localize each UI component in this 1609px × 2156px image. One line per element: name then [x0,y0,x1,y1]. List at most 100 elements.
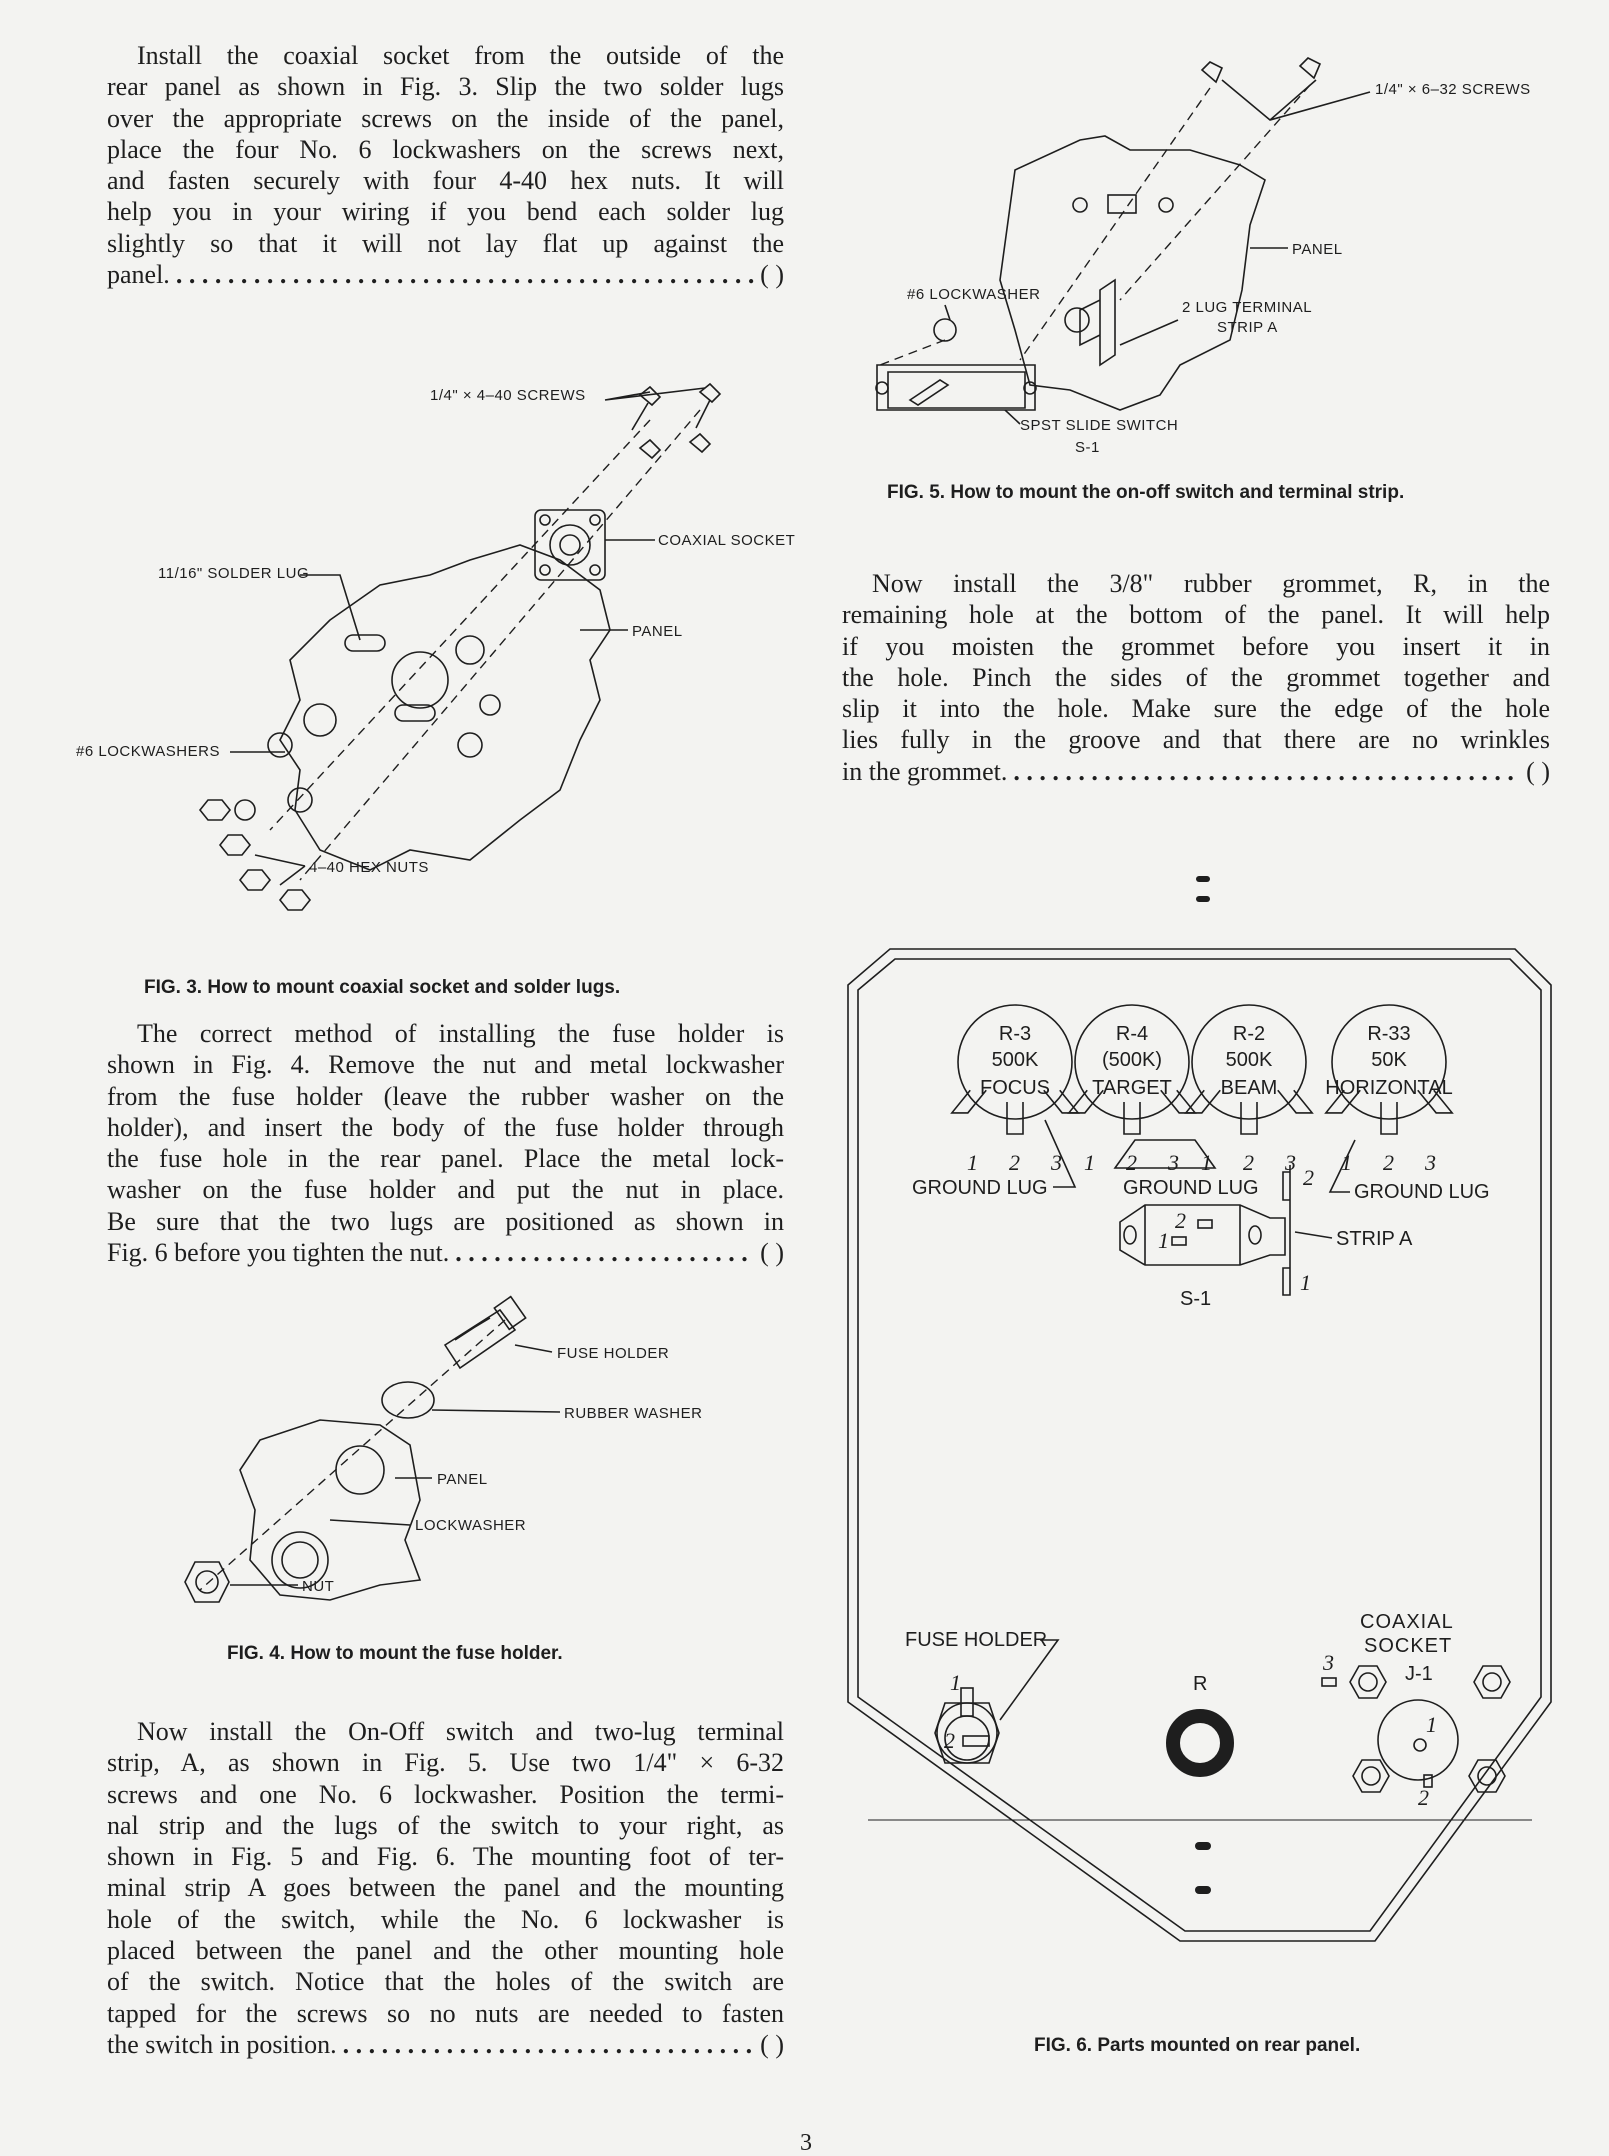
text-line: Now install the 3/8" rubber grommet, R, … [872,569,1550,598]
text-line: strip, A, as shown in Fig. 5. Use two 1/… [107,1748,784,1778]
paragraph-coaxial-socket: Install the coaxial socket from the outs… [107,40,784,290]
fig5-strip-label-2: STRIP A [1217,319,1278,336]
fig3-panel-label: PANEL [632,623,683,640]
fig5-switch-label-1: SPST SLIDE SWITCH [1020,417,1178,434]
pot-name: TARGET [1092,1077,1172,1099]
lug-number: 2 [1009,1150,1020,1175]
pot-ref: R-4 [1116,1023,1148,1045]
lug-number: 2 [1126,1150,1137,1175]
fig3-lockwashers-label: #6 LOCKWASHERS [76,743,220,760]
coax-ref: J-1 [1405,1663,1433,1685]
figure-4: FUSE HOLDER RUBBER WASHER PANEL LOCKWASH… [184,1295,702,1664]
text-line: Install the coaxial socket from the outs… [137,41,784,70]
paragraph-fuse-holder: The correct method of installing the fus… [107,1018,784,1268]
fuse-holder-drawing [443,1308,517,1370]
rubber-washer-drawing [381,1381,435,1419]
text-line: panel. [107,260,170,290]
fuse-lug-1: 1 [950,1670,961,1695]
text-line: the hole. Pinch the sides of the grommet… [842,662,1550,692]
text-line: screws and one No. 6 lockwasher. Positio… [107,1779,784,1809]
text-line: the fuse hole in the rear panel. Place t… [107,1144,784,1174]
text-line: shown in Fig. 4. Remove the nut and meta… [107,1050,784,1080]
screws-drawing [604,382,722,460]
fig3-coax-label: COAXIAL SOCKET [658,532,795,549]
checkbox-mark: ( ) [1526,756,1550,786]
text-line: and fasten securely with four 4-40 hex n… [107,166,784,196]
pot-value: 500K [992,1049,1039,1071]
coax-label-2: SOCKET [1364,1635,1452,1657]
text-line: tapped for the screws so no nuts are nee… [107,1998,784,2028]
fig4-nut-label: NUT [302,1578,334,1595]
lug-number: 1 [1084,1150,1095,1175]
pot-value: 50K [1371,1049,1407,1071]
strip-lug-1: 1 [1300,1270,1311,1295]
fig3-screws-label: 1/4" × 4–40 SCREWS [430,387,586,404]
text-line: Be sure that the two lugs are positioned… [107,1206,784,1236]
fig3-caption: FIG. 3. How to mount coaxial socket and … [144,977,620,998]
text-line: help you in your wiring if you bend each… [107,197,784,227]
pot-value: 500K [1226,1049,1273,1071]
pot-name: BEAM [1221,1077,1278,1099]
strip-a-label: STRIP A [1336,1228,1413,1250]
checkbox-mark: ( ) [760,260,784,290]
fig4-panel-label: PANEL [437,1471,488,1488]
nut-drawing [184,1561,230,1603]
checkbox-mark: ( ) [760,2029,784,2059]
coax-socket-drawing [534,509,606,581]
text-line-last: panel. ( ) [107,259,784,290]
text-line: if you moisten the grommet before you in… [842,631,1550,661]
lug-number: 3 [1424,1150,1436,1175]
fig4-caption: FIG. 4. How to mount the fuse holder. [227,1643,563,1664]
text-line: Fig. 6 before you tighten the nut. [107,1238,450,1268]
text-line: slip it into the hole. Make sure the edg… [842,694,1550,724]
fuse-holder-drawing [934,1702,1000,1764]
paragraph-switch: Now install the On-Off switch and two-lu… [107,1716,784,2060]
text-line: nal strip and the lugs of the switch to … [107,1810,784,1840]
ground-lug-label-3: GROUND LUG [1354,1181,1490,1203]
grommet-label: R [1193,1673,1207,1695]
text-line-last: in the grommet. ( ) [842,756,1550,787]
text-line: slightly so that it will not lay flat up… [107,228,784,258]
pot-ref: R-33 [1367,1023,1410,1045]
text-line: shown in Fig. 5 and Fig. 6. The mounting… [107,1842,784,1872]
checkbox-mark: ( ) [760,1238,784,1268]
fig4-panel-outline [239,1419,422,1601]
lug-number: 3 [1050,1150,1062,1175]
coax-lug-1: 1 [1426,1712,1437,1737]
ground-lug-label-2: GROUND LUG [1123,1177,1259,1199]
text-line: the switch in position. [107,2029,337,2059]
text-line: place the four No. 6 lockwashers on the … [107,134,784,164]
fig3-solder-lug-label: 11/16" SOLDER LUG [158,565,309,582]
lug-number: 3 [1167,1150,1179,1175]
text-line: The correct method of installing the fus… [137,1019,784,1048]
text-line: rear panel as shown in Fig. 3. Slip the … [107,72,784,102]
fuse-holder-label: FUSE HOLDER [905,1629,1047,1651]
lug-number: 3 [1284,1150,1296,1175]
text-line: holder), and insert the body of the fuse… [107,1112,784,1142]
pot-ref: R-3 [999,1023,1031,1045]
coax-lug-3: 3 [1322,1650,1334,1675]
fig6-caption: FIG. 6. Parts mounted on rear panel. [1034,2035,1360,2056]
paragraph-grommet: Now install the 3/8" rubber grommet, R, … [842,568,1550,787]
fig4-fuse-holder-label: FUSE HOLDER [557,1345,669,1362]
text-line: lies fully in the groove and that there … [842,725,1550,755]
lug-number: 2 [1383,1150,1394,1175]
fig4-lockwasher-label: LOCKWASHER [415,1517,526,1534]
figure-5: 1/4" × 6–32 SCREWS PANEL #6 LOCKWASHER 2… [875,57,1530,503]
fig3-panel-outline [279,544,611,871]
text-line: from the fuse holder (leave the rubber w… [107,1081,784,1111]
fuse-lug-2: 2 [944,1728,955,1753]
page-number: 3 [800,2130,812,2156]
text-line: over the appropriate screws on the insid… [107,103,784,133]
lug-number: 2 [1243,1150,1254,1175]
switch-lug-2: 2 [1175,1208,1186,1233]
switch-label: S-1 [1180,1288,1211,1310]
coax-socket-drawing [1377,1699,1459,1781]
terminal-strip-a [1282,1165,1291,1296]
text-line-last: the switch in position. ( ) [107,2029,784,2060]
text-line: in the grommet. [842,756,1008,786]
